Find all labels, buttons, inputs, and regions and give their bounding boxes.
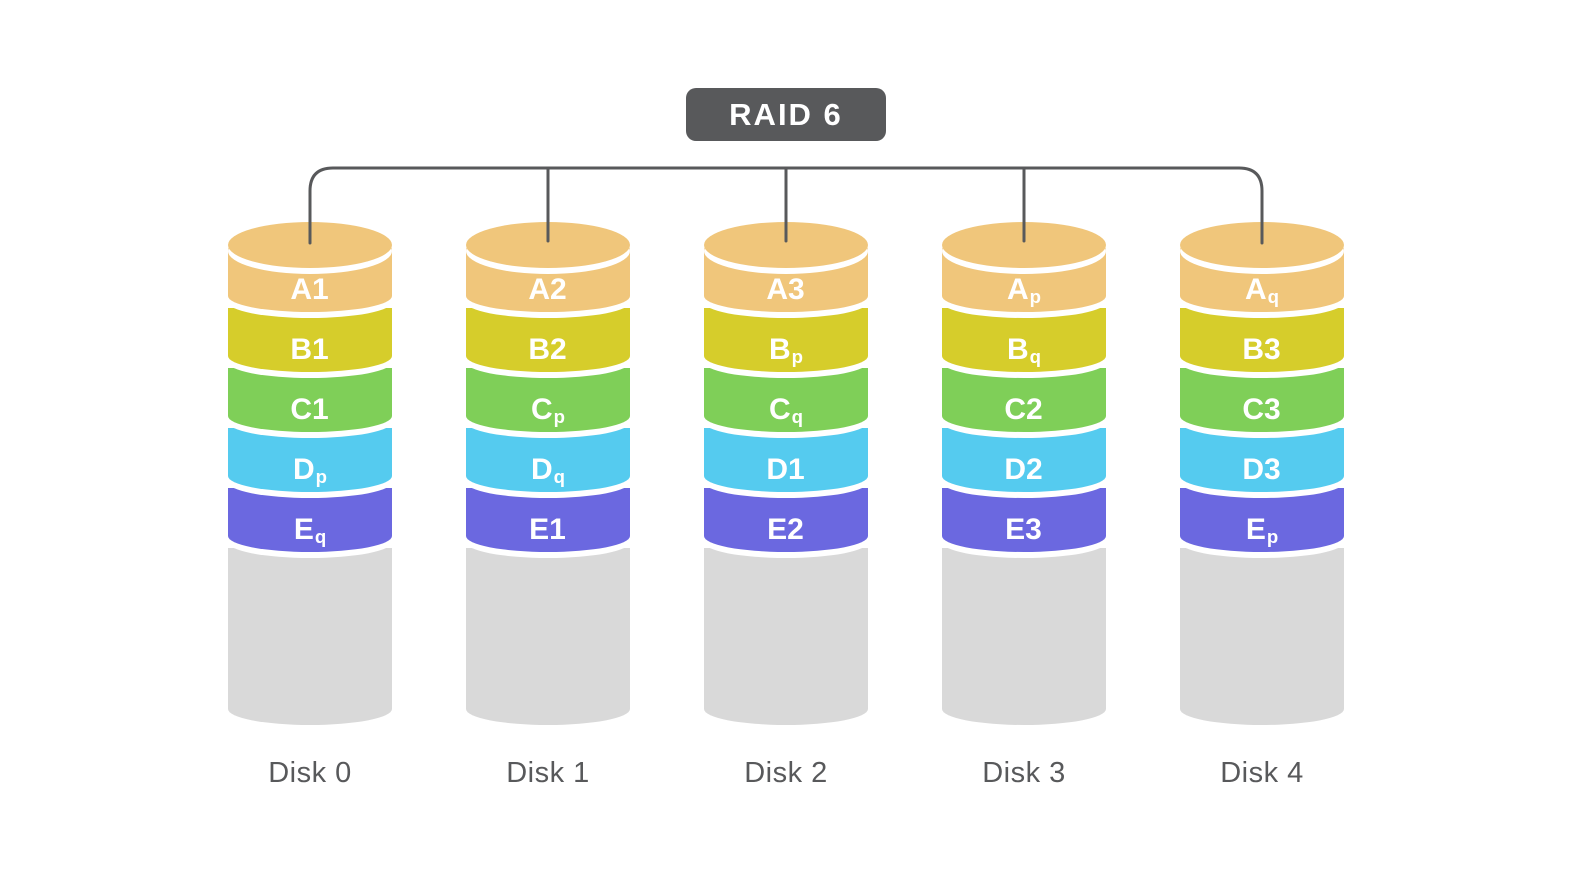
stripe-segment: E1 — [466, 488, 630, 552]
raid-level-label: RAID 6 — [729, 96, 843, 132]
segment-label: D — [292, 452, 315, 486]
disk-cylinder-icon: Ap Bq C2 D2 E3 — [942, 222, 1106, 725]
disk-column-4: Aq B3 C3 D3 Ep Disk 4 — [1180, 222, 1344, 790]
segment-label: B2 — [528, 332, 567, 366]
segment-subscript: p — [553, 406, 566, 427]
free-space-segment — [466, 548, 630, 725]
segment-label: D3 — [1242, 452, 1281, 486]
cylinder-top-icon — [1180, 222, 1344, 268]
free-space-segment — [942, 548, 1106, 725]
segment-label: A3 — [766, 272, 805, 306]
segment-subscript: q — [791, 406, 804, 427]
stripe-segment: Bp — [704, 308, 868, 372]
segment-label: E1 — [529, 512, 566, 546]
segment-label: C — [530, 392, 553, 426]
segment-label: D1 — [766, 452, 805, 486]
raid-level-node: RAID 6 — [686, 88, 886, 141]
segment-label: C — [768, 392, 791, 426]
segment-subscript: p — [791, 346, 804, 367]
segment-label: C1 — [290, 392, 329, 426]
stripe-segment: Bq — [942, 308, 1106, 372]
segment-label: E3 — [1005, 512, 1042, 546]
stripe-segment: Dp — [228, 428, 392, 492]
segment-subscript: p — [1266, 526, 1279, 547]
stripe-segment: D3 — [1180, 428, 1344, 492]
disk-column-3: Ap Bq C2 D2 E3 Disk 3 — [942, 222, 1106, 790]
stripe-segment: E3 — [942, 488, 1106, 552]
segment-subscript: p — [315, 466, 328, 487]
disk-cylinder-icon: A2 B2 Cp Dq E1 — [466, 222, 630, 725]
stripe-segment: D1 — [704, 428, 868, 492]
segment-label: C3 — [1242, 392, 1281, 426]
disk-cylinder-icon: Aq B3 C3 D3 Ep — [1180, 222, 1344, 725]
cylinder-top-icon — [228, 222, 392, 268]
segment-subscript: q — [553, 466, 566, 487]
segment-label: B — [768, 332, 791, 366]
disk-label: Disk 4 — [1220, 757, 1304, 789]
segment-label: A1 — [290, 272, 329, 306]
disk-label: Disk 0 — [268, 757, 352, 789]
disk-column-1: A2 B2 Cp Dq E1 Disk 1 — [466, 222, 630, 790]
stripe-segment: B3 — [1180, 308, 1344, 372]
disk-label: Disk 3 — [982, 757, 1066, 789]
segment-subscript: q — [314, 526, 327, 547]
segment-label: E — [1245, 512, 1266, 546]
stripe-segment: Ep — [1180, 488, 1344, 552]
segment-label: E2 — [767, 512, 804, 546]
stripe-segment: E2 — [704, 488, 868, 552]
disk-column-2: A3 Bp Cq D1 E2 Disk 2 — [704, 222, 868, 790]
cylinder-top-icon — [466, 222, 630, 268]
stripe-segment: Cp — [466, 368, 630, 432]
segment-label: B1 — [290, 332, 329, 366]
stripe-segment: D2 — [942, 428, 1106, 492]
disk-label: Disk 1 — [506, 757, 590, 789]
free-space-segment — [704, 548, 868, 725]
free-space-segment — [1180, 548, 1344, 725]
segment-subscript: q — [1267, 286, 1280, 307]
stripe-segment: C2 — [942, 368, 1106, 432]
cylinder-top-icon — [942, 222, 1106, 268]
disk-label: Disk 2 — [744, 757, 828, 789]
segment-label: C2 — [1004, 392, 1043, 426]
stripe-segment: Cq — [704, 368, 868, 432]
segment-label: B3 — [1242, 332, 1281, 366]
disk-column-0: A1 B1 C1 Dp Eq Disk 0 — [228, 222, 392, 790]
segment-label: D — [530, 452, 553, 486]
free-space-segment — [228, 548, 392, 725]
stripe-segment: B1 — [228, 308, 392, 372]
stripe-segment: C3 — [1180, 368, 1344, 432]
segment-label: E — [293, 512, 314, 546]
segment-label: A2 — [528, 272, 567, 306]
segment-label: A — [1244, 272, 1267, 306]
stripe-segment: B2 — [466, 308, 630, 372]
segment-label: D2 — [1004, 452, 1043, 486]
segment-label: B — [1006, 332, 1029, 366]
disk-cylinder-icon: A1 B1 C1 Dp Eq — [228, 222, 392, 725]
segment-label: A — [1006, 272, 1029, 306]
stripe-segment: C1 — [228, 368, 392, 432]
stripe-segment: Eq — [228, 488, 392, 552]
segment-subscript: p — [1029, 286, 1042, 307]
segment-subscript: q — [1029, 346, 1042, 367]
disk-cylinder-icon: A3 Bp Cq D1 E2 — [704, 222, 868, 725]
cylinder-top-icon — [704, 222, 868, 268]
stripe-segment: Dq — [466, 428, 630, 492]
